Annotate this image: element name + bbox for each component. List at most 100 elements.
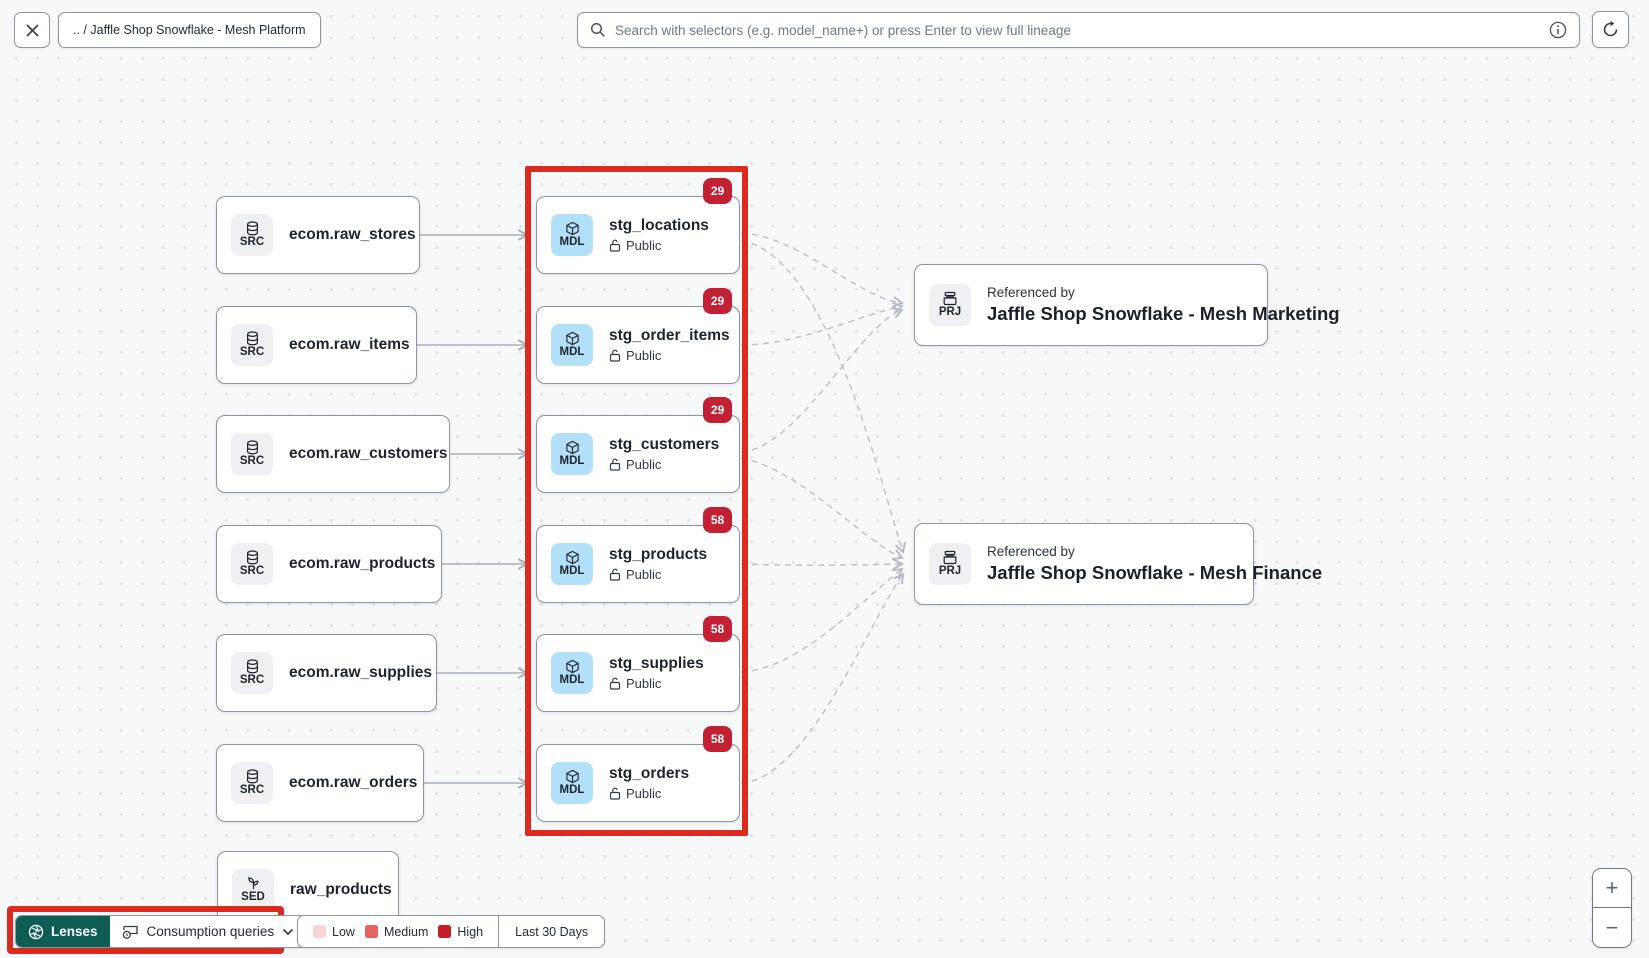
model-icon-box: MDL	[551, 762, 593, 804]
access-row: Public	[609, 238, 709, 253]
info-icon[interactable]	[1549, 21, 1567, 39]
legend-item-low: Low	[313, 925, 355, 939]
lenses-label: Lenses	[51, 924, 98, 939]
source-icon-box: SRC	[231, 652, 273, 694]
lens-select[interactable]: Consumption queries	[110, 916, 307, 947]
legend-item-high: High	[438, 925, 483, 939]
legend-separator	[498, 916, 500, 947]
project-node-mesh-finance[interactable]: PRJ Referenced by Jaffle Shop Snowflake …	[914, 523, 1322, 605]
database-icon	[246, 440, 258, 455]
node-title: ecom.raw_orders	[289, 774, 418, 791]
consumption-query-icon	[122, 925, 138, 939]
lenses-button[interactable]: Lenses	[16, 916, 110, 947]
search-input[interactable]	[615, 22, 1540, 38]
database-icon	[246, 550, 258, 565]
unlock-icon	[609, 349, 621, 362]
unlock-icon	[609, 787, 621, 800]
project-icon	[943, 292, 957, 306]
legend-item-medium: Medium	[364, 925, 428, 939]
model-node-stg-order-items[interactable]: 29 MDL stg_order_items Public	[536, 288, 740, 384]
refresh-button[interactable]	[1592, 11, 1629, 48]
consumption-count-badge: 29	[703, 178, 732, 204]
model-node-stg-locations[interactable]: 29 MDL stg_locations Public	[536, 178, 740, 274]
breadcrumb-label: .. / Jaffle Shop Snowflake - Mesh Platfo…	[73, 23, 306, 37]
node-title: ecom.raw_items	[289, 336, 410, 353]
model-icon-box: MDL	[551, 324, 593, 366]
source-node-raw-customers[interactable]: SRC ecom.raw_customers	[216, 415, 450, 493]
cube-icon	[565, 770, 579, 784]
database-icon	[246, 659, 258, 674]
unlock-icon	[609, 458, 621, 471]
node-title: stg_supplies	[609, 655, 704, 672]
close-button[interactable]	[14, 12, 50, 48]
chevron-down-icon	[283, 928, 294, 935]
database-icon	[246, 769, 258, 784]
consumption-count-badge: 58	[703, 616, 732, 642]
model-node-stg-supplies[interactable]: 58 MDL stg_supplies Public	[536, 616, 740, 712]
source-node-raw-supplies[interactable]: SRC ecom.raw_supplies	[216, 634, 437, 712]
legend-swatch-low	[313, 925, 326, 938]
unlock-icon	[609, 677, 621, 690]
source-node-raw-products[interactable]: SRC ecom.raw_products	[216, 525, 442, 603]
node-title: ecom.raw_customers	[289, 445, 448, 462]
cube-icon	[565, 222, 579, 236]
model-icon-box: MDL	[551, 543, 593, 585]
unlock-icon	[609, 239, 621, 252]
model-node-stg-products[interactable]: 58 MDL stg_products Public	[536, 507, 740, 603]
access-label: Public	[626, 567, 662, 582]
database-icon	[246, 221, 258, 236]
minus-icon: −	[1605, 914, 1619, 940]
referenced-by-label: Referenced by	[987, 285, 1075, 300]
model-icon-box: MDL	[551, 214, 593, 256]
legend-swatch-medium	[364, 925, 378, 938]
project-icon	[943, 551, 957, 565]
model-node-stg-customers[interactable]: 29 MDL stg_customers Public	[536, 397, 740, 493]
referenced-by-label: Referenced by	[987, 544, 1075, 559]
access-row: Public	[609, 567, 707, 582]
source-node-raw-orders[interactable]: SRC ecom.raw_orders	[216, 744, 424, 822]
consumption-count-badge: 58	[703, 507, 732, 533]
access-label: Public	[626, 348, 662, 363]
legend-swatch-high	[438, 925, 452, 938]
plus-icon: +	[1605, 875, 1619, 900]
lens-selected-value: Consumption queries	[146, 924, 275, 939]
database-icon	[246, 331, 258, 346]
node-title: raw_products	[290, 881, 392, 898]
project-node-mesh-marketing[interactable]: PRJ Referenced by Jaffle Shop Snowflake …	[914, 264, 1340, 346]
project-icon-box: PRJ	[929, 543, 971, 585]
access-label: Public	[626, 676, 662, 691]
source-icon-box: SRC	[231, 433, 273, 475]
zoom-out-button[interactable]: −	[1593, 908, 1631, 947]
unlock-icon	[609, 568, 621, 581]
zoom-in-button[interactable]: +	[1593, 869, 1631, 908]
lenses-aperture-icon	[28, 924, 44, 939]
node-title: stg_order_items	[609, 327, 730, 344]
source-icon-box: SRC	[231, 762, 273, 804]
search-bar[interactable]	[577, 12, 1580, 48]
source-node-raw-stores[interactable]: SRC ecom.raw_stores	[216, 196, 420, 274]
zoom-controls: + −	[1592, 868, 1632, 948]
node-title: stg_customers	[609, 436, 720, 453]
refresh-icon	[1603, 20, 1618, 37]
access-label: Public	[626, 238, 662, 253]
node-title: ecom.raw_products	[289, 555, 436, 572]
time-period-label: Last 30 Days	[515, 924, 589, 939]
seed-icon	[247, 877, 258, 890]
close-icon	[25, 23, 39, 37]
source-node-raw-items[interactable]: SRC ecom.raw_items	[216, 306, 417, 384]
consumption-count-badge: 29	[703, 397, 732, 423]
access-label: Public	[626, 457, 662, 472]
source-icon-box: SRC	[231, 543, 273, 585]
model-node-stg-orders[interactable]: 58 MDL stg_orders Public	[536, 726, 740, 822]
node-title: stg_orders	[609, 765, 690, 782]
cube-icon	[565, 551, 579, 565]
project-name: Jaffle Shop Snowflake - Mesh Finance	[987, 562, 1323, 583]
breadcrumb[interactable]: .. / Jaffle Shop Snowflake - Mesh Platfo…	[58, 12, 321, 48]
consumption-count-badge: 29	[703, 288, 732, 314]
access-row: Public	[609, 676, 704, 691]
access-row: Public	[609, 348, 730, 363]
legend-items: Low Medium High	[298, 916, 498, 947]
model-icon-box: MDL	[551, 433, 593, 475]
